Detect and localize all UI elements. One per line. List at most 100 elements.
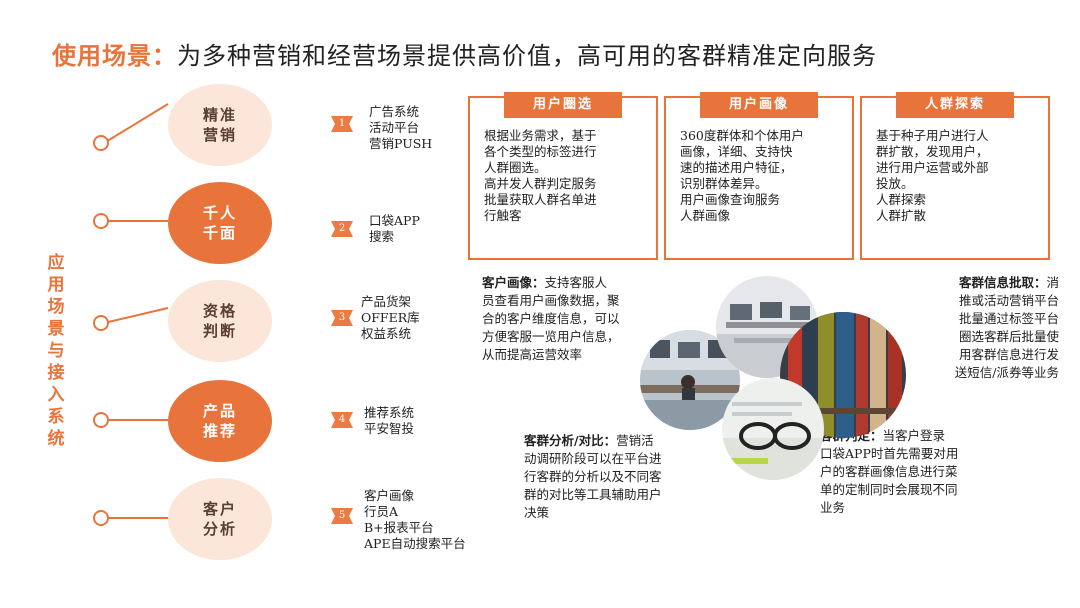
desc-line: 决策 xyxy=(524,505,550,520)
title-rest: 为多种营销和经营场景提供高价值，高可用的客群精准定向服务 xyxy=(177,42,877,70)
scene-personalization: 千人 千面 xyxy=(168,182,272,264)
step-badge-2: 2 xyxy=(331,221,353,237)
scene-label: 营销 xyxy=(202,126,237,144)
connector-1 xyxy=(103,103,169,144)
desc-line: 合的客户维度信息，可以 xyxy=(482,311,620,326)
card-line: 进行用户运营或外部 xyxy=(876,160,989,175)
card-crowd-exploration: 人群探索 基于种子用户进行人 群扩散，发现用户， 进行用户运营或外部 投放。 人… xyxy=(860,92,1050,260)
step-badge-3: 3 xyxy=(331,310,353,326)
step-badge-4: 4 xyxy=(331,412,353,428)
system-item: 搜索 xyxy=(369,229,395,244)
card-line: 360度群体和个体用户 xyxy=(680,128,804,143)
connector-3 xyxy=(103,307,169,324)
system-item: OFFER库 xyxy=(361,310,420,325)
scene-label: 产品 xyxy=(202,402,237,420)
card-user-portrait: 用户画像 360度群体和个体用户 画像，详细、支持快 速的描述用户特征， 识别群… xyxy=(664,92,854,260)
connector-dot-1 xyxy=(93,135,109,151)
desc-line: 户的客群画像信息进行菜 xyxy=(820,464,958,479)
systems-list-4: 推荐系统 平安智投 xyxy=(364,405,414,437)
systems-list-3: 产品货架 OFFER库 权益系统 xyxy=(361,294,420,342)
scene-label: 推荐 xyxy=(202,422,237,440)
scene-label: 千面 xyxy=(202,224,237,242)
desc-key: 客群信息批取： xyxy=(958,275,1047,290)
card-line: 人群扩散 xyxy=(876,208,927,223)
step-badge-5: 5 xyxy=(331,508,353,524)
desc-line: 用客群信息进行发 xyxy=(958,347,1059,362)
card-line: 人群探索 xyxy=(876,192,927,207)
scene-product-recommendation: 产品 推荐 xyxy=(168,380,272,462)
scene-eligibility: 资格 判断 xyxy=(168,280,272,362)
scene-label: 分析 xyxy=(202,520,237,538)
system-item: 权益系统 xyxy=(361,326,412,341)
system-item: 平安智投 xyxy=(364,421,415,436)
connector-dot-2 xyxy=(93,213,109,229)
glasses-photo xyxy=(722,378,824,480)
systems-list-5: 客户画像 行员A B+报表平台 APE自动搜索平台 xyxy=(364,488,466,552)
desc-line: 当客户登录 xyxy=(882,428,946,443)
card-body: 基于种子用户进行人 群扩散，发现用户， 进行用户运营或外部 投放。 人群探索 人… xyxy=(876,128,1040,224)
scene-label: 判断 xyxy=(202,322,237,340)
card-line: 画像，详细、支持快 xyxy=(680,144,793,159)
scene-label: 精准 xyxy=(202,106,237,124)
scene-customer-analysis: 客户 分析 xyxy=(168,478,272,560)
desc-customer-portrait: 客户画像：支持客服人 员查看用户画像数据，聚 合的客户维度信息，可以 方便客服一… xyxy=(482,274,662,364)
desc-line: 送短信/派券等业务 xyxy=(954,365,1059,380)
card-title: 用户圈选 xyxy=(504,92,622,118)
connector-dot-5 xyxy=(93,510,109,526)
desc-line: 动调研阶段可以在平台进 xyxy=(524,451,662,466)
card-line: 批量获取人群名单进 xyxy=(484,192,597,207)
card-line: 行触客 xyxy=(484,208,522,223)
scene-label: 资格 xyxy=(202,302,237,320)
desc-line: 方便客服一览用户信息， xyxy=(482,329,620,344)
desc-line: 群的对比等工具辅助用户 xyxy=(524,487,662,502)
system-item: APE自动搜索平台 xyxy=(364,536,466,551)
desc-line: 业务 xyxy=(820,500,846,515)
card-title: 人群探索 xyxy=(896,92,1014,118)
card-line: 投放。 xyxy=(876,176,914,191)
card-line: 速的描述用户特征， xyxy=(680,160,793,175)
connector-dot-3 xyxy=(93,315,109,331)
system-item: 营销PUSH xyxy=(369,136,433,151)
scene-label: 客户 xyxy=(202,500,237,518)
connector-dot-4 xyxy=(93,412,109,428)
desc-batch-fetch: 客群信息批取：消 推或活动营销平台 批量通过标签平台 圈选客群后批量使 用客群信… xyxy=(919,274,1059,382)
desc-line: 推或活动营销平台 xyxy=(958,293,1059,308)
card-line: 根据业务需求，基于 xyxy=(484,128,597,143)
card-user-selection: 用户圈选 根据业务需求，基于 各个类型的标签进行 人群圈选。 高并发人群判定服务… xyxy=(468,92,658,260)
system-item: 产品货架 xyxy=(361,294,412,309)
system-item: 客户画像 xyxy=(364,488,415,503)
desc-line: 口袋APP时首先需要对用 xyxy=(820,446,959,461)
desc-line: 营销活 xyxy=(616,433,654,448)
card-body: 360度群体和个体用户 画像，详细、支持快 速的描述用户特征， 识别群体差异。 … xyxy=(680,128,844,224)
desc-group-judgement: 客群判定：当客户登录 口袋APP时首先需要对用 户的客群画像信息进行菜 单的定制… xyxy=(820,427,1020,517)
card-line: 高并发人群判定服务 xyxy=(484,176,597,191)
desc-group-analysis: 客群分析/对比：营销活 动调研阶段可以在平台进 行客群的分析以及不同客 群的对比… xyxy=(524,432,724,522)
system-item: 行员A xyxy=(364,504,399,519)
desc-line: 支持客服人 xyxy=(544,275,608,290)
systems-list-1: 广告系统 活动平台 营销PUSH xyxy=(369,104,432,152)
desc-key: 客群分析/对比： xyxy=(524,433,617,448)
scene-label: 千人 xyxy=(202,204,237,222)
system-item: 广告系统 xyxy=(369,104,420,119)
card-body: 根据业务需求，基于 各个类型的标签进行 人群圈选。 高并发人群判定服务 批量获取… xyxy=(484,128,648,224)
side-label: 应用场景与接入系统 xyxy=(47,253,65,449)
system-item: 口袋APP xyxy=(369,213,420,228)
system-item: 活动平台 xyxy=(369,120,420,135)
card-line: 识别群体差异。 xyxy=(680,176,768,191)
desc-line: 从而提高运营效率 xyxy=(482,347,583,362)
card-title: 用户画像 xyxy=(700,92,818,118)
card-line: 人群画像 xyxy=(680,208,731,223)
card-line: 人群圈选。 xyxy=(484,160,547,175)
systems-list-2: 口袋APP 搜索 xyxy=(369,213,420,245)
desc-line: 员查看用户画像数据，聚 xyxy=(482,293,620,308)
scene-precision-marketing: 精准 营销 xyxy=(168,84,272,166)
desc-line: 行客群的分析以及不同客 xyxy=(524,469,662,484)
system-item: 推荐系统 xyxy=(364,405,415,420)
title-lead: 使用场景： xyxy=(52,41,177,70)
card-line: 基于种子用户进行人 xyxy=(876,128,989,143)
desc-line: 消 xyxy=(1046,275,1059,290)
desc-key: 客户画像： xyxy=(482,275,545,290)
desc-line: 单的定制同时会展现不同 xyxy=(820,482,958,497)
card-line: 群扩散，发现用户， xyxy=(876,144,989,159)
